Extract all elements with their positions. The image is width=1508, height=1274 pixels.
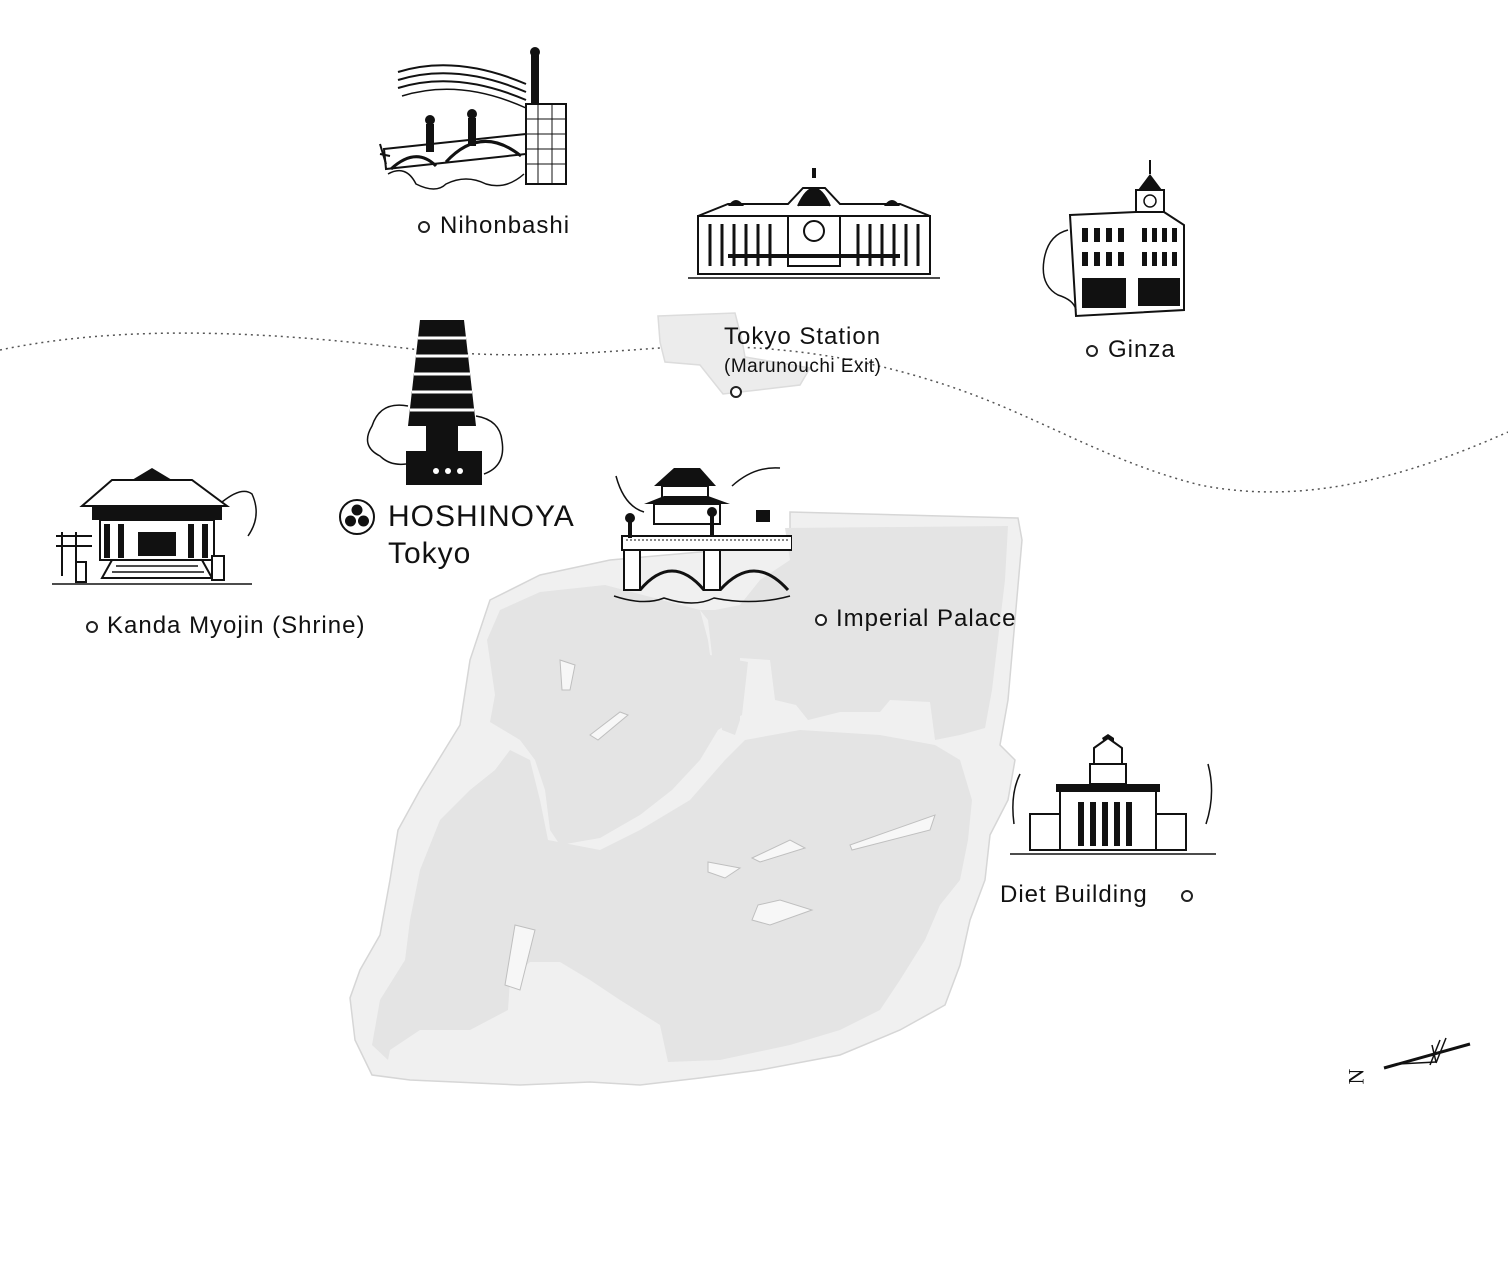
tokyo-station-plaza bbox=[657, 312, 812, 395]
compass-north-letter: N bbox=[1343, 1067, 1369, 1085]
stone-bridge-sketch-icon bbox=[379, 47, 567, 190]
palace-bridge-sketch-icon bbox=[613, 467, 792, 604]
kanda-marker[interactable] bbox=[86, 621, 98, 633]
north-arrow-icon bbox=[1383, 1037, 1471, 1070]
tokyo-station-sublabel: (Marunouchi Exit) bbox=[724, 356, 882, 377]
diet-building-sketch-icon bbox=[1010, 734, 1216, 855]
ginza-marker[interactable] bbox=[1086, 345, 1098, 357]
tokyo-station-marker[interactable] bbox=[730, 386, 742, 398]
imperial-palace-label[interactable]: Imperial Palace bbox=[836, 605, 1017, 632]
hotel-tower-sketch-icon bbox=[366, 320, 504, 485]
nihonbashi-marker[interactable] bbox=[418, 221, 430, 233]
hoshinoya-logo-icon bbox=[339, 499, 375, 535]
nihonbashi-label[interactable]: Nihonbashi bbox=[440, 212, 571, 239]
shrine-sketch-icon bbox=[52, 468, 257, 585]
tokyo-station-label[interactable]: Tokyo Station bbox=[724, 323, 882, 350]
station-building-sketch-icon bbox=[688, 168, 940, 279]
hotel-name-line2[interactable]: Tokyo bbox=[388, 537, 472, 570]
diet-building-label[interactable]: Diet Building bbox=[1000, 881, 1148, 908]
diet-building-marker[interactable] bbox=[1181, 890, 1193, 902]
clock-tower-building-sketch-icon bbox=[1042, 160, 1185, 318]
palace-grounds bbox=[372, 526, 1008, 1062]
kanda-label[interactable]: Kanda Myojin (Shrine) bbox=[107, 612, 366, 639]
imperial-palace-marker[interactable] bbox=[815, 614, 827, 626]
ginza-label[interactable]: Ginza bbox=[1108, 336, 1176, 363]
hotel-name-line1[interactable]: HOSHINOYA bbox=[388, 500, 575, 533]
